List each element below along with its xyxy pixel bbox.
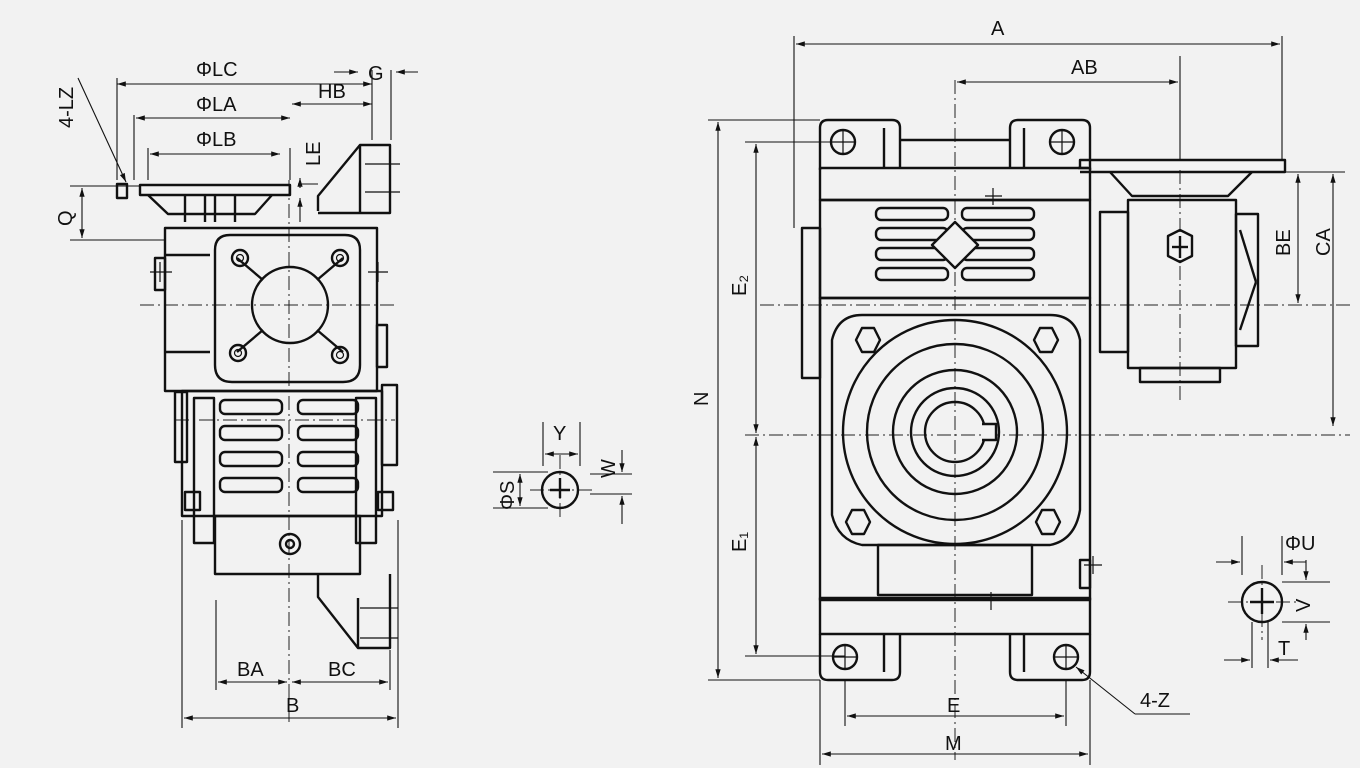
label-a: A bbox=[991, 18, 1005, 40]
label-ab: AB bbox=[1071, 57, 1098, 79]
label-g: G bbox=[368, 63, 384, 85]
label-4-lz: 4-LZ bbox=[56, 87, 78, 128]
label-lc: ΦLC bbox=[196, 59, 238, 81]
label-hb: HB bbox=[318, 81, 346, 103]
label-w: W bbox=[598, 459, 620, 478]
label-b: B bbox=[286, 695, 299, 717]
label-m: M bbox=[945, 733, 962, 755]
label-4-z: 4-Z bbox=[1140, 690, 1170, 712]
label-ca: CA bbox=[1313, 228, 1335, 256]
shaft-detail: Y W ΦS bbox=[493, 422, 632, 524]
side-view bbox=[115, 143, 400, 725]
label-le: LE bbox=[303, 142, 325, 166]
label-e1: E₁ bbox=[729, 532, 751, 552]
label-t: T bbox=[1278, 638, 1290, 660]
label-la: ΦLA bbox=[196, 94, 237, 116]
front-view bbox=[745, 80, 1350, 760]
label-q: Q bbox=[55, 210, 77, 226]
label-ba: BA bbox=[237, 659, 264, 681]
side-view-dimensions: 4-LZ ΦLC ΦLA ΦLB HB G LE Q BA BC B bbox=[55, 59, 418, 728]
label-u: ΦU bbox=[1285, 533, 1315, 555]
label-y: Y bbox=[553, 423, 566, 445]
output-shaft-detail: ΦU V T bbox=[1216, 533, 1330, 668]
label-bc: BC bbox=[328, 659, 356, 681]
label-v: V bbox=[1293, 598, 1315, 612]
label-e: E bbox=[947, 695, 960, 717]
front-view-dimensions: A AB N E₂ E₁ BE CA E M 4-Z bbox=[691, 18, 1345, 765]
label-be: BE bbox=[1273, 229, 1295, 256]
label-s: ΦS bbox=[497, 481, 519, 510]
label-lb: ΦLB bbox=[196, 129, 236, 151]
label-n: N bbox=[691, 392, 713, 406]
label-e2: E₂ bbox=[729, 275, 751, 296]
